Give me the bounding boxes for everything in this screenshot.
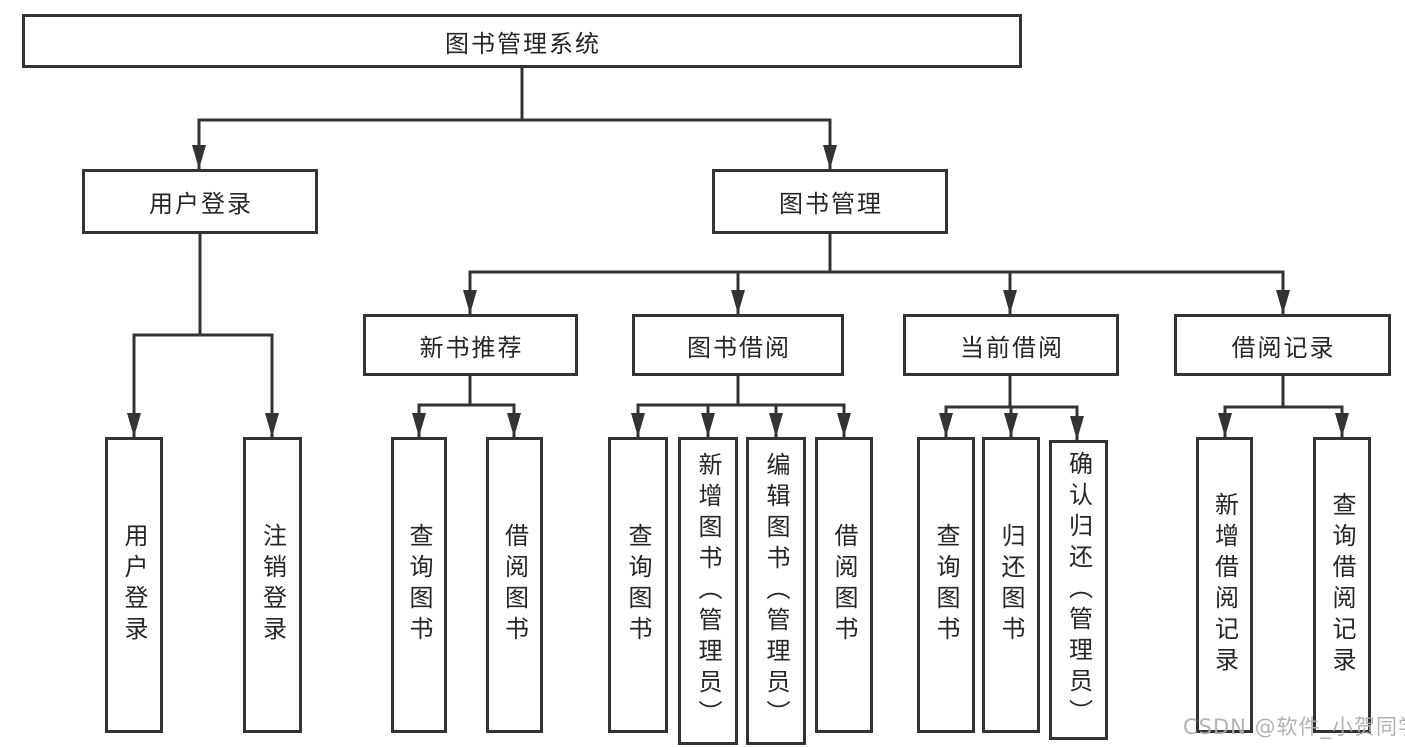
csdn-watermark: CSDN @软件_小贺同学 [1183,715,1405,739]
book-borrowing-label: 图书借阅 [687,333,791,362]
leaf-confirm-return-admin-label: 确认归还（管理员） [1064,450,1093,730]
user-login-label: 用户登录 [149,190,253,218]
leaf-edit-books-admin-label: 编辑图书（管理员） [762,451,790,731]
connector-records-branch [1218,405,1349,437]
connector-root-branch [192,118,837,169]
leaf-borrow-books-recommend-label: 借阅图书 [500,523,529,647]
leaf-confirm-return-admin: 确认归还（管理员） [1049,440,1108,740]
leaf-edit-books-admin: 编辑图书（管理员） [746,437,806,745]
node-new-book-recommendation: 新书推荐 [363,314,578,376]
node-book-management: 图书管理 [712,169,948,234]
leaf-query-borrow-record: 查询借阅记录 [1313,437,1371,733]
node-root: 图书管理系统 [22,14,1022,68]
leaf-borrow-books-borrowing: 借阅图书 [815,437,873,733]
leaf-add-borrow-record: 新增借阅记录 [1196,437,1253,733]
borrowing-records-label: 借阅记录 [1231,333,1336,362]
node-current-borrowing: 当前借阅 [903,314,1119,376]
leaf-query-books-recommend: 查询图书 [391,437,447,733]
book-management-label: 图书管理 [779,190,883,218]
leaf-query-books-recommend-label: 查询图书 [405,523,433,647]
leaf-query-books-current-label: 查询图书 [932,523,960,647]
leaf-logout: 注销登录 [243,437,302,733]
leaf-query-books-current: 查询图书 [917,437,975,733]
leaf-borrow-books-borrowing-label: 借阅图书 [830,523,858,647]
connector-mgmt-branch [463,270,1290,314]
connector-newbook-branch [412,403,521,437]
node-book-borrowing: 图书借阅 [632,314,844,376]
leaf-return-books: 归还图书 [982,437,1040,733]
leaf-query-borrow-record-label: 查询借阅记录 [1328,492,1356,678]
leaf-logout-label: 注销登录 [258,523,287,647]
leaf-add-books-admin: 新增图书（管理员） [678,437,738,745]
connector-borrow-branch [631,403,851,437]
leaf-add-borrow-record-label: 新增借阅记录 [1210,492,1239,678]
new-book-recommendation-label: 新书推荐 [419,333,524,362]
leaf-return-books-label: 归还图书 [997,523,1025,647]
connector-login-branch [127,333,279,437]
node-user-login: 用户登录 [82,169,318,234]
root-title: 图书管理系统 [445,29,601,58]
leaf-query-books-borrowing-label: 查询图书 [624,523,652,647]
leaf-user-login: 用户登录 [105,437,163,733]
current-borrowing-label: 当前借阅 [960,333,1064,362]
node-borrowing-records: 借阅记录 [1174,314,1391,376]
leaf-query-books-borrowing: 查询图书 [608,437,668,733]
leaf-borrow-books-recommend: 借阅图书 [486,437,543,733]
leaf-add-books-admin-label: 新增图书（管理员） [694,451,722,731]
leaf-user-login-label: 用户登录 [120,523,148,647]
